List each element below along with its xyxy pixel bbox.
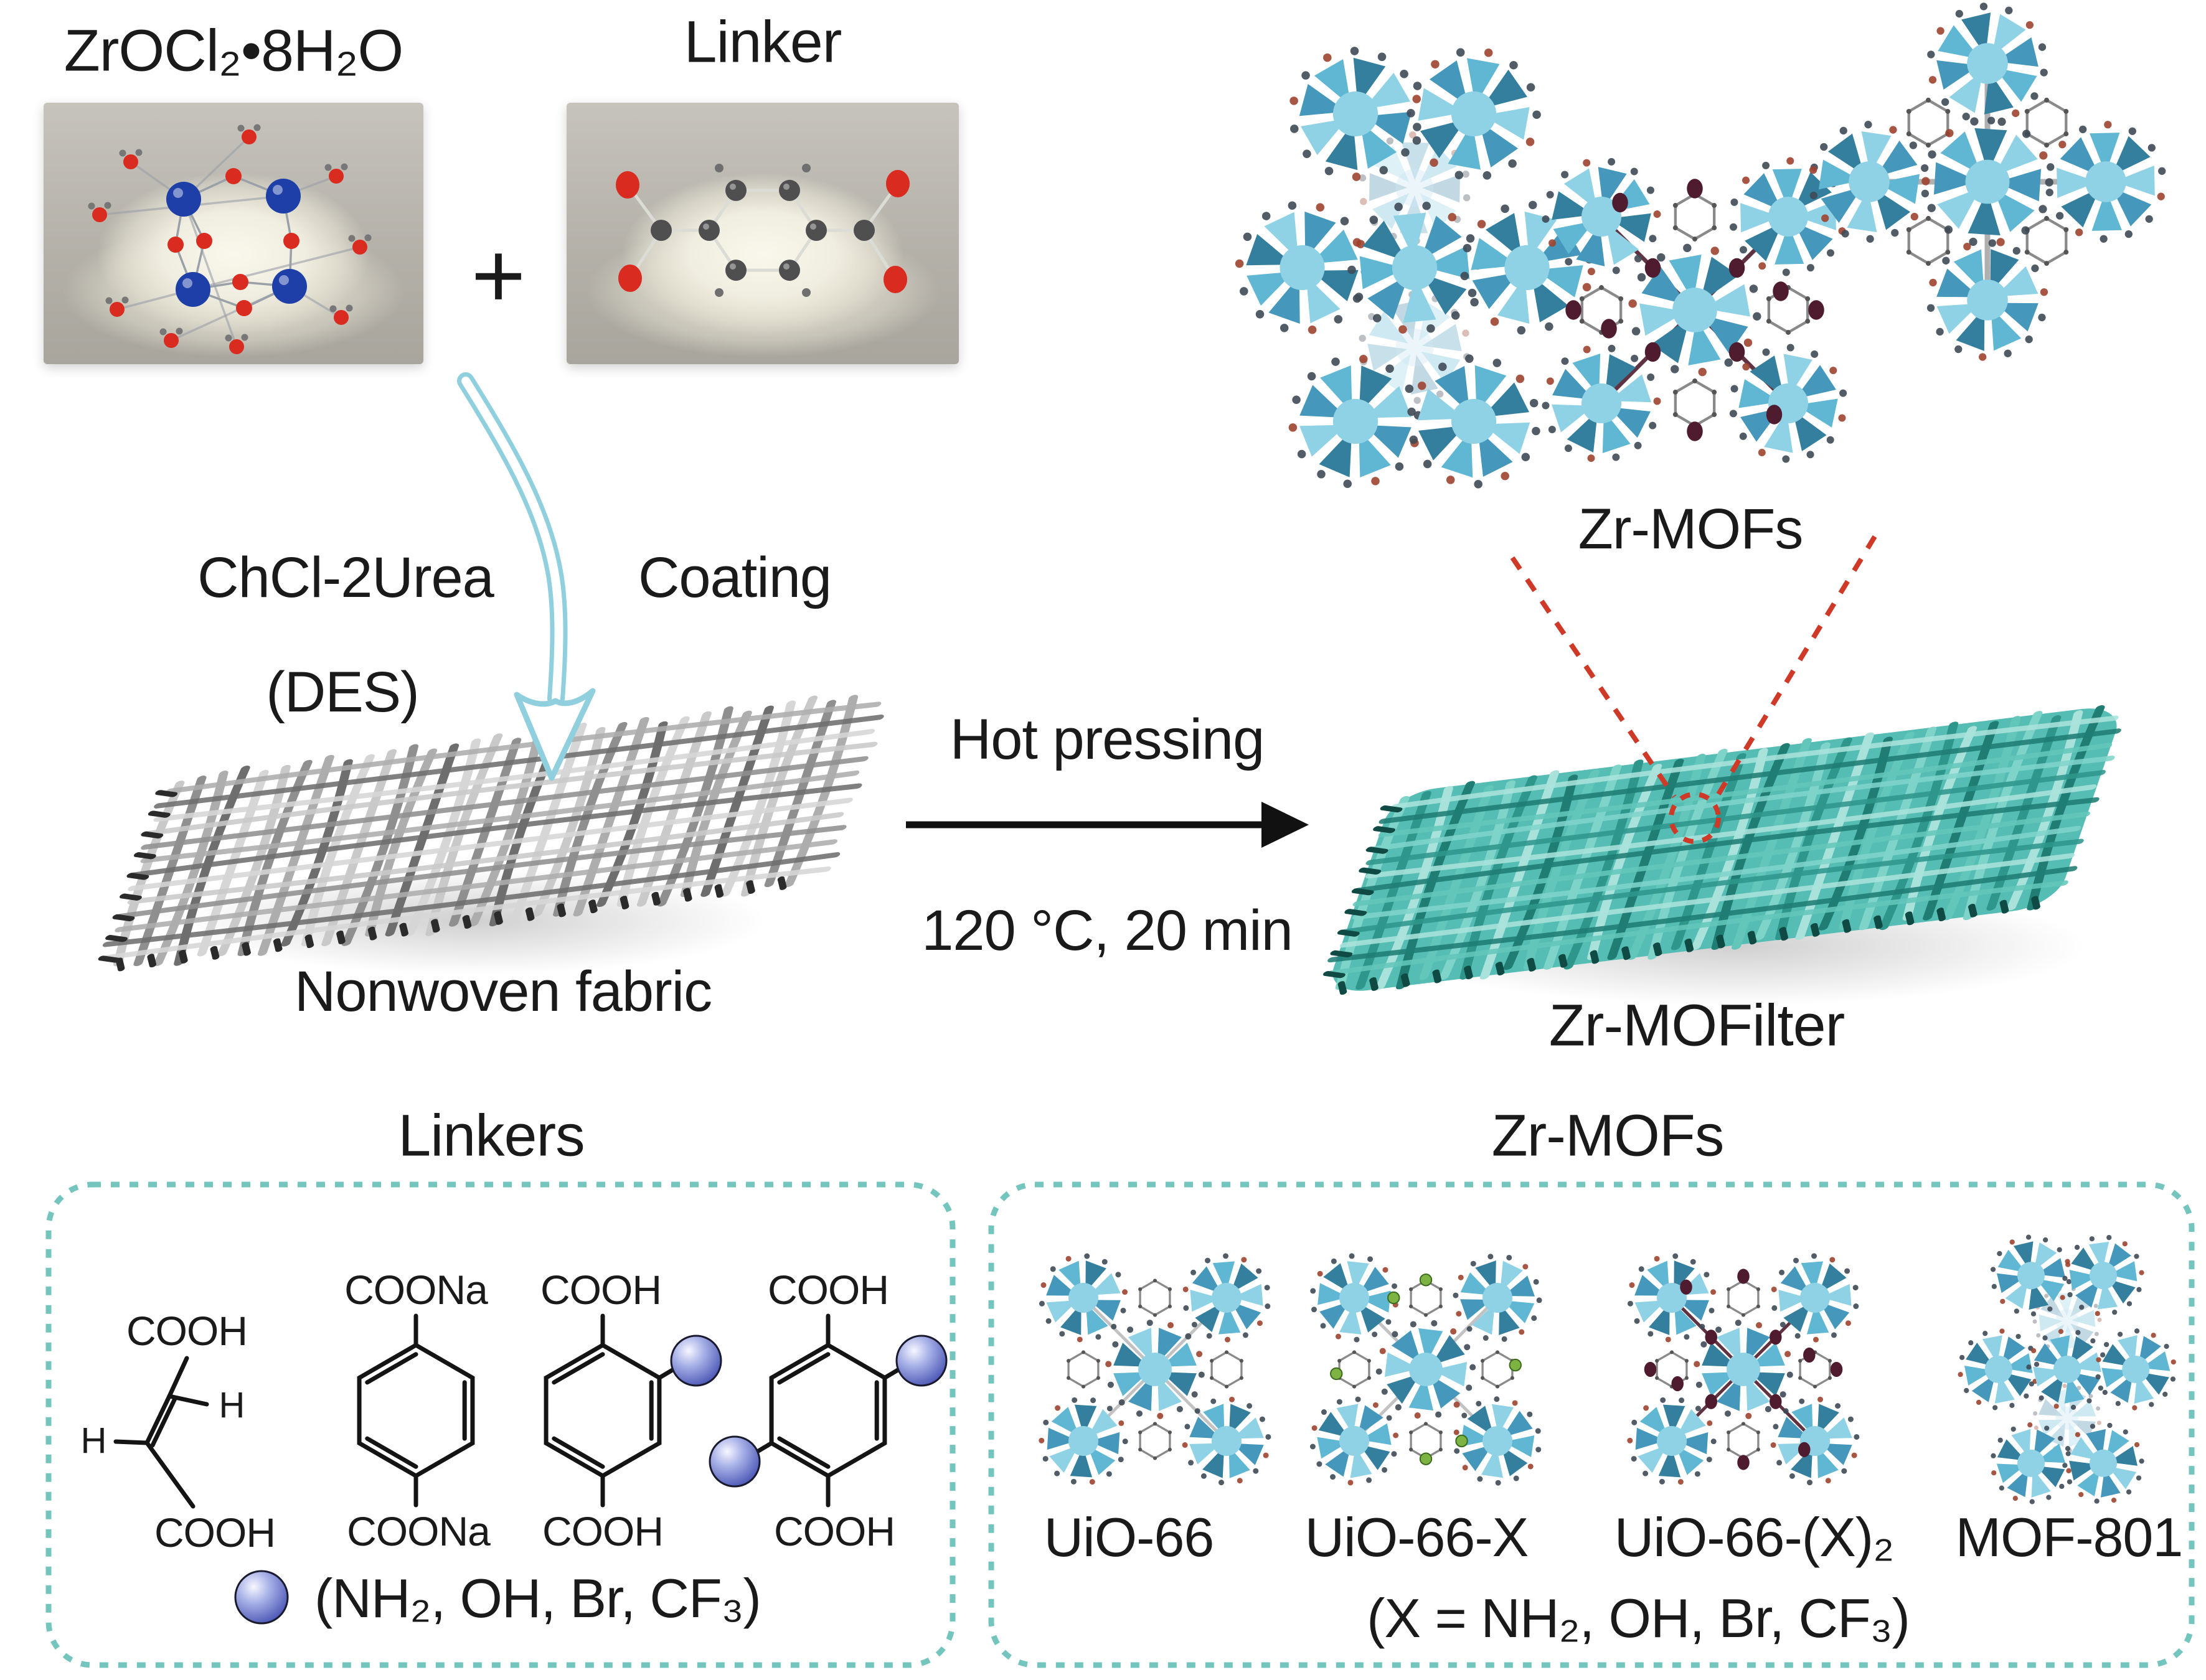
linker-molecule-graphic — [616, 164, 910, 297]
mof-cluster — [1453, 1396, 1542, 1486]
mof-cluster — [1453, 1254, 1542, 1342]
uio66x-label: UiO-66-X — [1304, 1506, 1529, 1568]
linkers-panel-title: Linkers — [398, 1102, 585, 1169]
bdc-x2-bottom-label: COOH — [774, 1508, 895, 1554]
magnifier-dashed-lines — [1510, 535, 1877, 844]
bdc-na-bottom-label: COONa — [347, 1508, 491, 1554]
powder-pile — [567, 103, 959, 364]
product-label: Zr-MOFilter — [1548, 992, 1845, 1059]
x-definition-footnote: (X = NH₂, OH, Br, CF₃) — [1367, 1587, 1910, 1649]
fumaric-h-left: H — [80, 1420, 107, 1461]
mof-cluster — [1627, 1397, 1717, 1485]
mof-cluster — [2062, 1422, 2144, 1504]
magnifier-circle — [1669, 792, 1721, 844]
plus-sign: + — [471, 223, 526, 327]
zr-mofs-top-label: Zr-MOFs — [1578, 497, 1804, 561]
fumaric-top-label: COOH — [126, 1308, 248, 1354]
fumaric-acid-structure — [113, 1356, 209, 1509]
mof-cluster — [1926, 239, 2048, 361]
mof-cluster — [1542, 344, 1661, 462]
substituent-sphere — [670, 1335, 722, 1387]
zr-mof-structure-uio66x2-large — [1542, 157, 1847, 463]
disubstituted-linker-structure — [709, 1313, 948, 1508]
linkers-panel-border — [45, 1181, 956, 1668]
zr-mof-structure-uio66-large — [1809, 2, 2166, 361]
zr-mofilter-fabric-graphic — [1323, 705, 2121, 995]
mofs-panel-title: Zr-MOFs — [1491, 1102, 1725, 1169]
uio66x2-label: UiO-66-(X)₂ — [1614, 1506, 1895, 1568]
mof801-structure — [1958, 1234, 2176, 1504]
uio66x2-structure — [1627, 1253, 1860, 1486]
substituent-legend-text: (NH₂, OH, Br, CF₃) — [314, 1567, 761, 1629]
uio66-label: UiO-66 — [1044, 1506, 1215, 1568]
zr-mof-structure-mof801-large — [1235, 47, 1594, 489]
uio66-structure — [1039, 1253, 1271, 1486]
mof-cluster — [1289, 47, 1421, 181]
fumaric-bottom-label: COOH — [154, 1509, 276, 1556]
mof-cluster — [1694, 1320, 1793, 1419]
zirconium-salt-label: ZrOCl₂•8H₂O — [64, 17, 404, 84]
mof-cluster — [1182, 1253, 1271, 1343]
mof-cluster — [1809, 121, 1930, 243]
legend-substituent-sphere — [234, 1570, 289, 1625]
hot-press-conditions-label: 120 °C, 20 min — [922, 899, 1293, 962]
mof-cluster — [1235, 201, 1370, 334]
coating-label: Coating — [638, 546, 832, 609]
linker-photo — [567, 103, 959, 364]
mof-cluster — [1627, 1253, 1717, 1343]
substrate-label: Nonwoven fabric — [294, 960, 712, 1023]
zrocl-molecule-graphic — [88, 124, 372, 354]
mof-cluster — [1991, 1422, 2072, 1504]
linker-label: Linker — [684, 9, 842, 75]
mof-cluster — [1105, 1320, 1205, 1419]
coating-arrow — [457, 372, 596, 781]
zirconium-salt-photo — [44, 103, 423, 364]
mof-cluster — [1407, 354, 1540, 489]
mof-cluster — [1375, 1320, 1476, 1419]
mof-cluster — [1182, 1396, 1271, 1486]
terephthalate-structure — [357, 1313, 475, 1508]
mof-cluster — [1729, 157, 1847, 276]
hot-press-arrow — [906, 802, 1309, 848]
mof-cluster — [1958, 1328, 2040, 1410]
mof801-label: MOF-801 — [1955, 1506, 2184, 1568]
solvent-label-line2: (DES) — [266, 660, 419, 724]
mof-cluster — [1310, 1253, 1398, 1343]
mof-cluster — [2062, 1235, 2144, 1316]
nonwoven-fabric-graphic — [98, 695, 884, 972]
mof-cluster — [1039, 1253, 1128, 1343]
linker-structures — [113, 1313, 948, 1509]
mof-cluster — [2095, 1328, 2176, 1410]
mof-cluster — [1039, 1397, 1128, 1485]
bdc-x-top-label: COOH — [540, 1267, 662, 1313]
mof-cluster — [1927, 2, 2048, 124]
substituent-sphere — [709, 1435, 761, 1488]
mof-cluster — [1407, 48, 1541, 180]
mof-cluster — [2045, 121, 2166, 243]
uio66x-structure — [1309, 1253, 1542, 1486]
mof-cluster — [1770, 1396, 1860, 1486]
bdc-na-top-label: COONa — [344, 1267, 488, 1313]
powder-pile — [44, 103, 423, 364]
mof-cluster — [1288, 354, 1423, 489]
substituted-linker-structure — [544, 1313, 722, 1508]
bdc-x-bottom-label: COOH — [542, 1508, 664, 1554]
mof-cluster — [1542, 157, 1661, 276]
mof-cluster — [1921, 117, 2053, 246]
fumaric-h-right: H — [219, 1385, 245, 1425]
mof-cluster — [1309, 1396, 1399, 1486]
substituent-sphere — [895, 1335, 948, 1387]
mof-cluster — [1771, 1253, 1859, 1343]
mof-cluster — [1990, 1234, 2072, 1316]
solvent-label-line1: ChCl-2Urea — [197, 546, 494, 609]
mof-cluster — [2026, 1328, 2108, 1410]
hot-pressing-label: Hot pressing — [950, 708, 1265, 771]
mof-cluster — [1460, 200, 1594, 335]
mof-cluster — [1347, 201, 1482, 334]
mof-cluster — [1628, 243, 1761, 377]
bdc-x2-top-label: COOH — [768, 1267, 889, 1313]
